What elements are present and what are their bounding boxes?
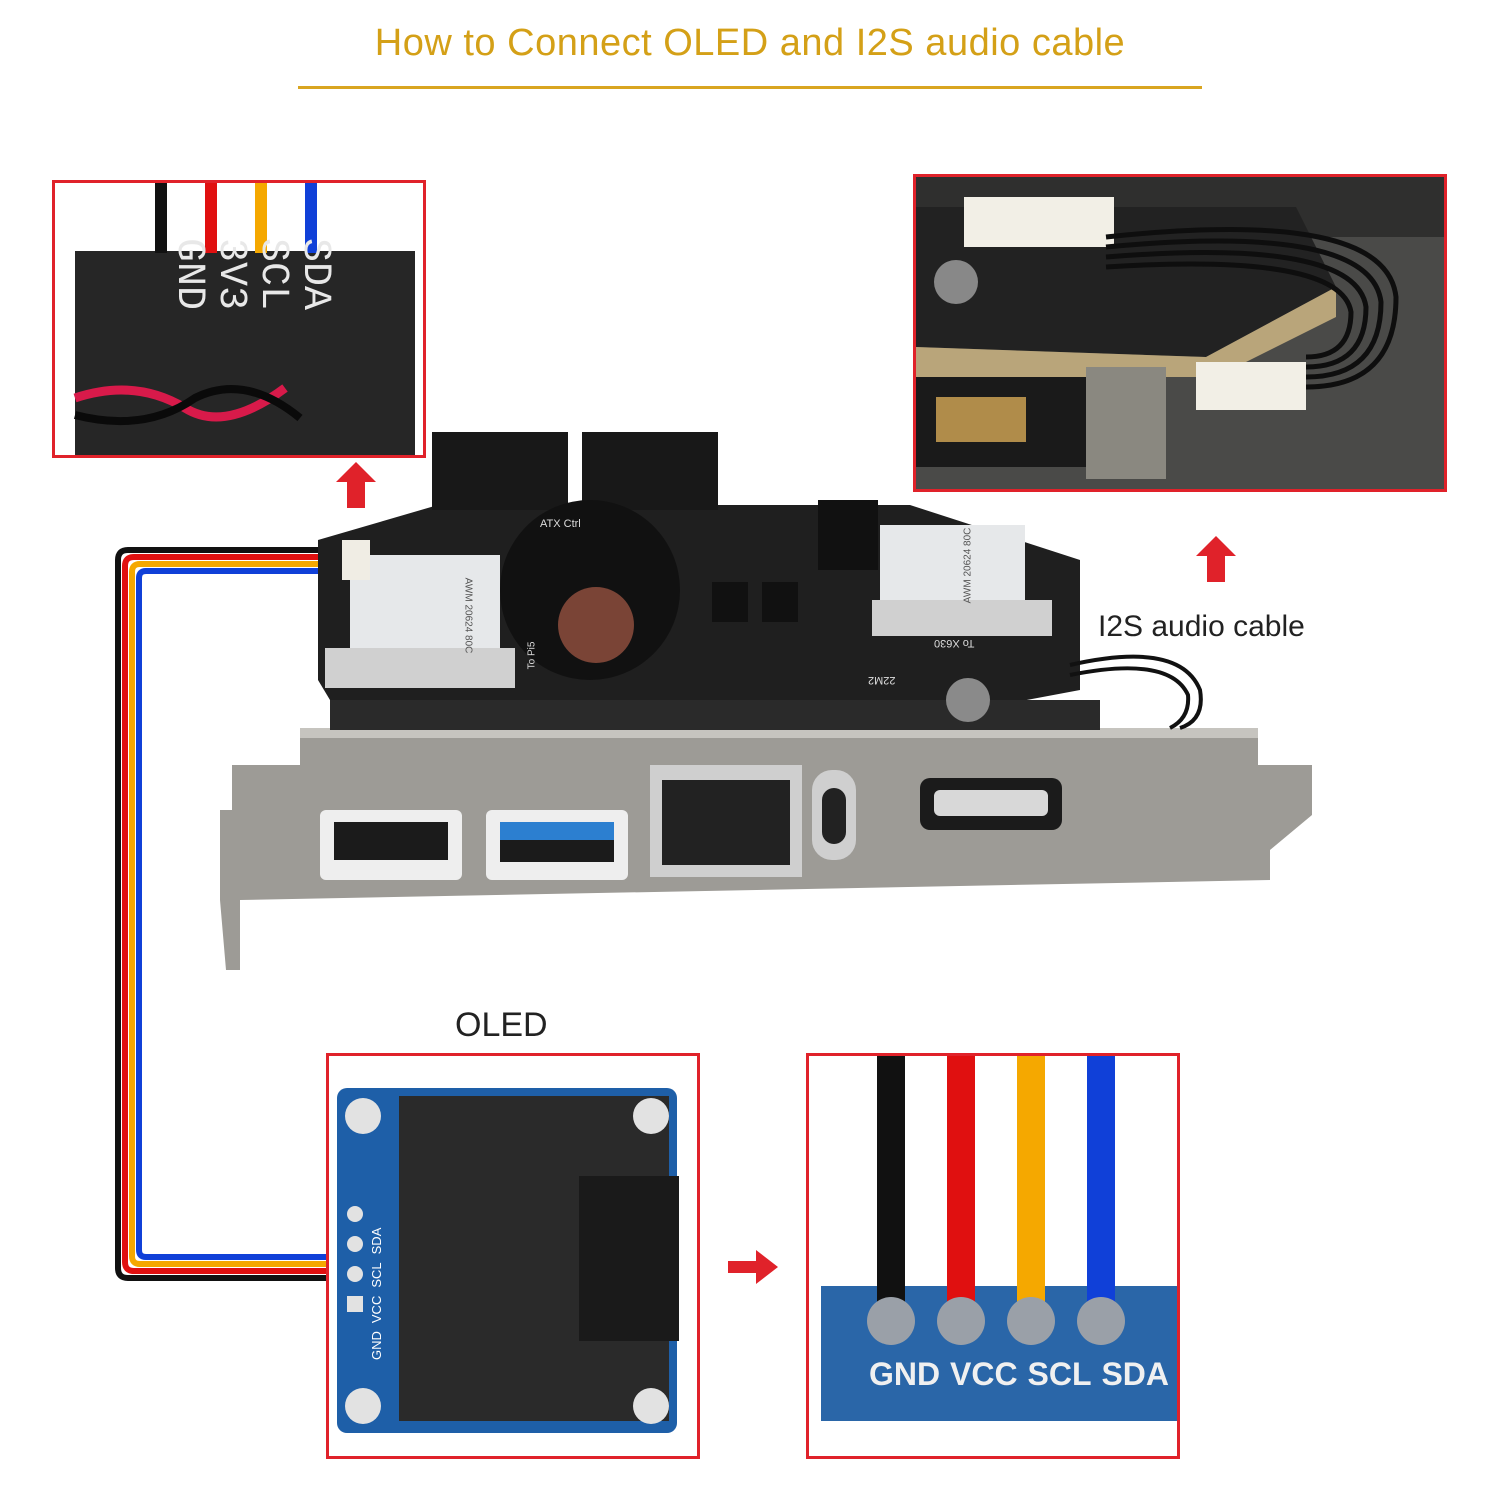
arrow-up-icon-right [1196,536,1236,582]
zoom-pin-vcc: VCC [950,1356,1018,1392]
arrow-right-icon [728,1250,778,1284]
oled-pin-scl: SCL [369,1262,384,1288]
oled-zoom-pin-labels: GND VCC SCL SDA [869,1356,1169,1393]
page-title: How to Connect OLED and I2S audio cable [374,22,1126,64]
oled-pin-sda: SDA [369,1227,384,1255]
zoom-pin-gnd: GND [869,1356,941,1392]
silk-awm-left: AWM 20624 80C [462,577,474,654]
oled-module-image [329,1056,697,1456]
silk-atx: ATX Ctrl [540,518,581,530]
silk-awm-right: AWM 20624 80C [962,527,974,604]
zoom-pin-sda: SDA [1101,1356,1169,1392]
i2s-zoom-image [916,177,1444,489]
i2s-cable-label: I2S audio cable [1098,610,1305,643]
silk-dim: 22M2 [868,674,896,686]
connector-zoom-box: SDA SCL 3V3 GND [52,180,426,458]
silk-to-pi: To Pi5 [526,641,538,670]
zoom-pin-scl: SCL [1027,1356,1092,1392]
connector-zoom-image [55,183,423,455]
oled-label: OLED [455,1006,548,1044]
oled-module-box: GND VCC SCL SDA [326,1053,700,1459]
oled-module-pin-labels: GND VCC SCL SDA [369,1227,391,1360]
oled-pin-vcc: VCC [369,1295,384,1324]
oled-pin-gnd: GND [369,1331,384,1360]
oled-pin-zoom-box: GND VCC SCL SDA [806,1053,1180,1459]
i2s-zoom-box [913,174,1447,492]
title-underline [298,86,1202,89]
oled-pin-zoom-image [809,1056,1177,1456]
arrow-up-icon [336,462,376,508]
silk-to-x630: To X630 [934,637,975,649]
